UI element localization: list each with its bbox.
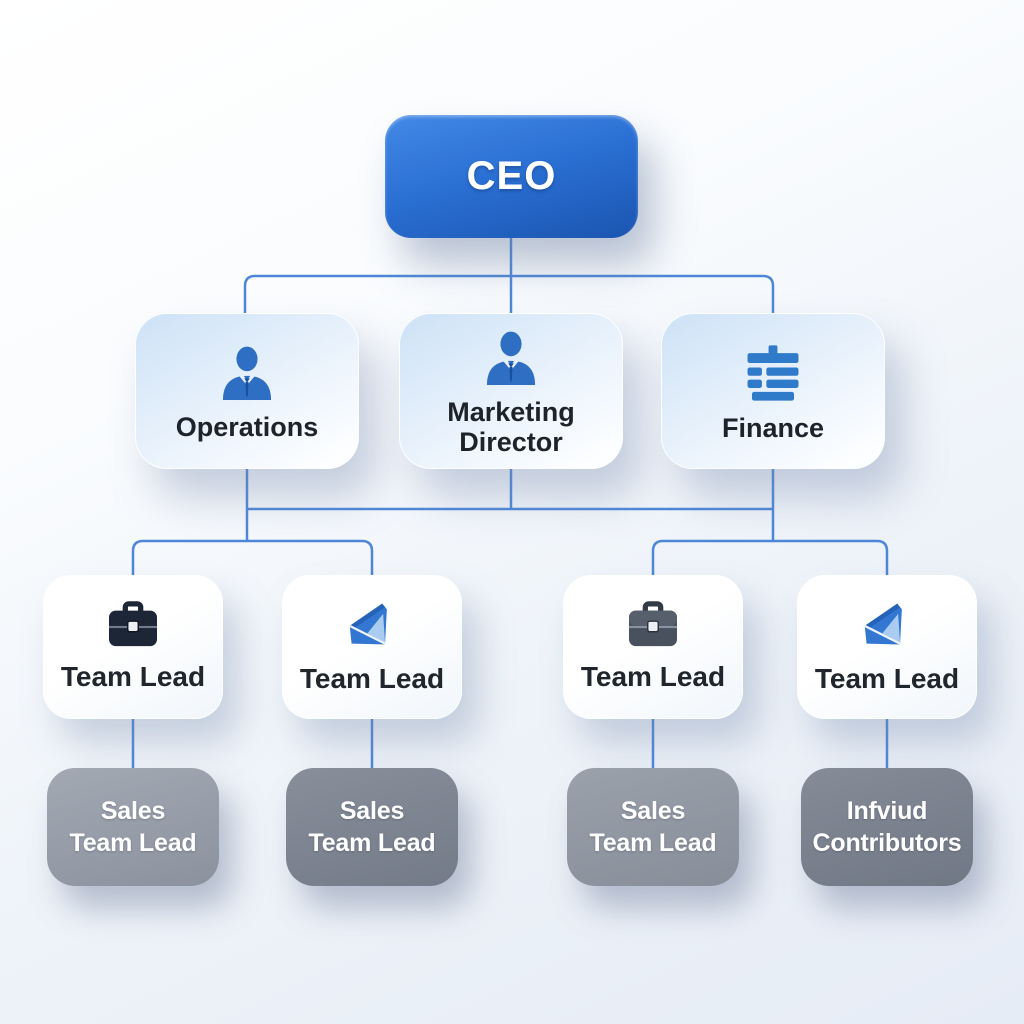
node-finance-label: Finance (721, 412, 825, 443)
node-team-lead-2-label: Team Lead (299, 663, 445, 694)
connector-ceo-children (243, 274, 775, 313)
node-team-lead-3: Team Lead (563, 575, 743, 719)
connector-right-branch (651, 539, 889, 575)
node-sales-team-lead-1-line2: Team Lead (69, 829, 197, 857)
node-team-lead-1: Team Lead (43, 575, 223, 719)
node-sales-team-lead-2: Sales Team Lead (286, 768, 458, 886)
node-team-lead-4: Team Lead (797, 575, 977, 719)
node-marketing-director: Marketing Director (399, 313, 623, 469)
connector-left-branch (131, 539, 374, 575)
node-sales-team-lead-1-line1: Sales (100, 797, 166, 825)
node-sales-team-lead-3-line2: Team Lead (589, 829, 717, 857)
paper-plane-icon (343, 599, 401, 651)
node-team-lead-2: Team Lead (282, 575, 462, 719)
node-operations-label: Operations (175, 411, 319, 442)
node-sales-team-lead-3: Sales Team Lead (567, 768, 739, 886)
node-sales-team-lead-1: Sales Team Lead (47, 768, 219, 886)
paper-plane-icon (858, 599, 916, 651)
node-team-lead-3-label: Team Lead (580, 661, 726, 692)
briefcase-icon (104, 601, 162, 649)
node-ceo: CEO (385, 115, 638, 238)
person-icon (482, 331, 540, 385)
node-individual-contributors-line1: Infviud (846, 797, 928, 825)
node-finance: Finance (661, 313, 885, 469)
node-ceo-label: CEO (466, 154, 557, 198)
node-team-lead-1-label: Team Lead (60, 661, 206, 692)
node-individual-contributors-line2: Contributors (812, 829, 962, 857)
node-sales-team-lead-2-line1: Sales (339, 797, 405, 825)
node-operations: Operations (135, 313, 359, 469)
node-marketing-director-label: Marketing Director (447, 396, 575, 457)
node-team-lead-4-label: Team Lead (814, 663, 960, 694)
node-sales-team-lead-2-line2: Team Lead (308, 829, 436, 857)
ledger-icon (742, 344, 804, 401)
node-sales-team-lead-3-line1: Sales (620, 797, 686, 825)
briefcase-icon (624, 601, 682, 649)
node-individual-contributors: Infviud Contributors (801, 768, 973, 886)
person-icon (218, 346, 276, 400)
